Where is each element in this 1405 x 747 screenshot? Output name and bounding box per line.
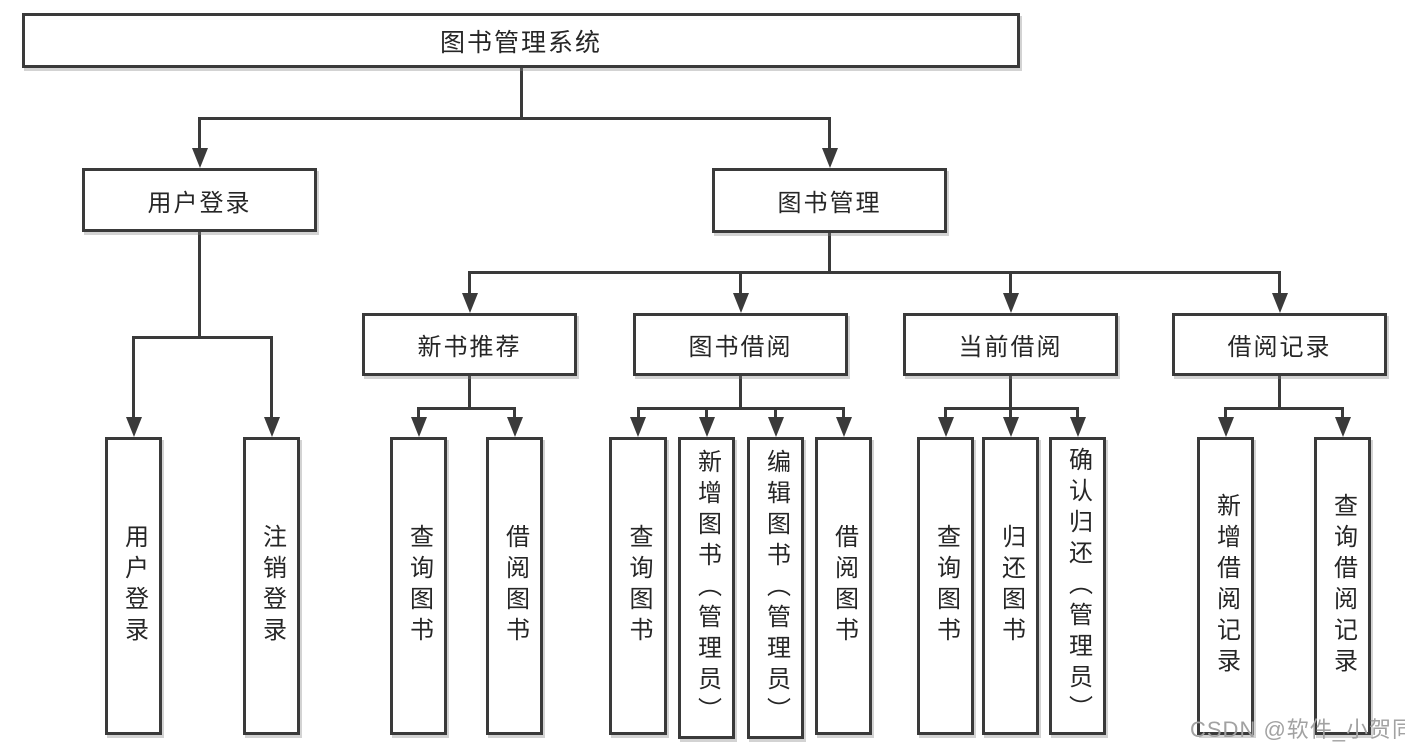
edge-drop-cur-return (1009, 407, 1012, 419)
arrowhead-down-icon-login (191, 148, 208, 168)
node-cur-return: 归还图书 (982, 437, 1039, 735)
node-cur-confirm: 确认归还（管理员） (1049, 437, 1106, 735)
arrowhead-down-icon-current (1002, 293, 1019, 313)
node-user-login: 用户登录 (105, 437, 162, 735)
edge-drop-bw-query (636, 407, 640, 419)
arrowhead-down-icon-cur-return (1002, 417, 1019, 437)
edge-trunk-bookmgmt (828, 233, 831, 274)
node-bookmgmt: 图书管理 (712, 168, 947, 233)
node-label-nb-borrow: 借阅图书 (501, 524, 529, 648)
node-label-rec-query: 查询借阅记录 (1329, 493, 1357, 679)
node-login: 用户登录 (82, 168, 317, 232)
arrowhead-down-icon-bw-add (698, 417, 715, 437)
node-bw-borrow: 借阅图书 (815, 437, 872, 735)
node-label-bookmgmt: 图书管理 (777, 190, 882, 217)
node-label-bw-borrow: 借阅图书 (830, 524, 858, 648)
arrowhead-down-icon-cur-confirm (1069, 417, 1086, 437)
node-label-user-login: 用户登录 (120, 524, 148, 648)
node-rec-query: 查询借阅记录 (1314, 437, 1371, 735)
edge-drop-records (1278, 271, 1281, 295)
node-label-rec-add: 新增借阅记录 (1212, 493, 1240, 679)
arrowhead-down-icon-records (1271, 293, 1288, 313)
edge-drop-bw-edit (774, 407, 777, 419)
edge-drop-logout (270, 336, 273, 419)
arrowhead-down-icon-cur-query (937, 417, 954, 437)
node-logout: 注销登录 (243, 437, 300, 735)
node-label-bw-add: 新增图书（管理员） (693, 448, 721, 728)
node-label-newbook: 新书推荐 (417, 334, 522, 361)
edge-drop-current (1009, 271, 1012, 295)
edge-drop-bw-borrow (842, 407, 845, 419)
node-label-nb-query: 查询图书 (405, 524, 433, 648)
arrowhead-down-icon-bw-borrow (835, 417, 852, 437)
node-rec-add: 新增借阅记录 (1197, 437, 1254, 735)
edge-drop-rec-add (1224, 407, 1227, 419)
node-label-cur-query: 查询图书 (932, 524, 960, 648)
edge-trunk-login (198, 232, 201, 339)
node-records: 借阅记录 (1172, 313, 1387, 376)
node-root: 图书管理系统 (22, 13, 1020, 68)
node-label-cur-confirm: 确认归还（管理员） (1064, 446, 1092, 726)
edge-drop-nb-query (417, 407, 420, 419)
edge-bus-records (1224, 407, 1344, 410)
edge-trunk-records (1278, 376, 1281, 410)
edge-bus-borrow (636, 407, 845, 410)
node-bw-add: 新增图书（管理员） (678, 437, 735, 739)
edge-trunk-newbook (468, 376, 471, 410)
edge-drop-cur-confirm (1076, 407, 1079, 419)
node-nb-query: 查询图书 (390, 437, 447, 735)
arrowhead-down-icon-user-login (125, 417, 142, 437)
node-bw-edit: 编辑图书（管理员） (747, 437, 804, 739)
node-nb-borrow: 借阅图书 (486, 437, 543, 735)
edge-drop-user-login (132, 336, 135, 419)
arrowhead-down-icon-borrow (732, 293, 749, 313)
edge-trunk-current (1009, 376, 1012, 410)
edge-bus-bookmgmt (468, 271, 1281, 274)
arrowhead-down-icon-bw-query (630, 417, 646, 437)
node-label-cur-return: 归还图书 (997, 524, 1025, 648)
edge-drop-bw-add (705, 407, 708, 419)
node-label-current: 当前借阅 (958, 334, 1063, 361)
edge-drop-login (198, 117, 201, 150)
node-label-logout: 注销登录 (258, 524, 286, 648)
arrowhead-down-icon-bookmgmt (821, 148, 838, 168)
edge-drop-borrow (739, 271, 742, 295)
node-borrow: 图书借阅 (633, 313, 848, 376)
node-cur-query: 查询图书 (917, 437, 974, 735)
node-label-root: 图书管理系统 (439, 28, 602, 57)
watermark: CSDN @软件_小贺同学 (1190, 717, 1405, 742)
edge-drop-rec-query (1341, 407, 1344, 419)
node-label-records: 借阅记录 (1227, 334, 1332, 361)
node-newbook: 新书推荐 (362, 313, 577, 376)
node-current: 当前借阅 (903, 313, 1118, 376)
node-label-borrow: 图书借阅 (688, 334, 793, 361)
arrowhead-down-icon-nb-borrow (506, 417, 523, 437)
edge-drop-nb-borrow (513, 407, 516, 419)
edge-bus-root (198, 117, 831, 120)
arrowhead-down-icon-newbook (461, 293, 478, 313)
edge-drop-cur-query (944, 407, 947, 419)
edge-drop-newbook (468, 271, 471, 295)
edge-bus-login (132, 336, 273, 339)
edge-drop-bookmgmt (828, 117, 831, 150)
node-label-bw-query: 查询图书 (625, 524, 652, 648)
edge-trunk-root (519, 68, 523, 120)
node-label-bw-edit: 编辑图书（管理员） (762, 448, 790, 728)
arrowhead-down-icon-rec-add (1217, 417, 1234, 437)
node-bw-query: 查询图书 (609, 437, 667, 735)
edge-bus-newbook (417, 407, 516, 410)
arrowhead-down-icon-logout (263, 417, 280, 437)
node-label-login: 用户登录 (147, 189, 252, 217)
arrowhead-down-icon-rec-query (1334, 417, 1351, 437)
arrowhead-down-icon-bw-edit (767, 417, 784, 437)
edge-trunk-borrow (739, 376, 742, 410)
arrowhead-down-icon-nb-query (410, 417, 427, 437)
